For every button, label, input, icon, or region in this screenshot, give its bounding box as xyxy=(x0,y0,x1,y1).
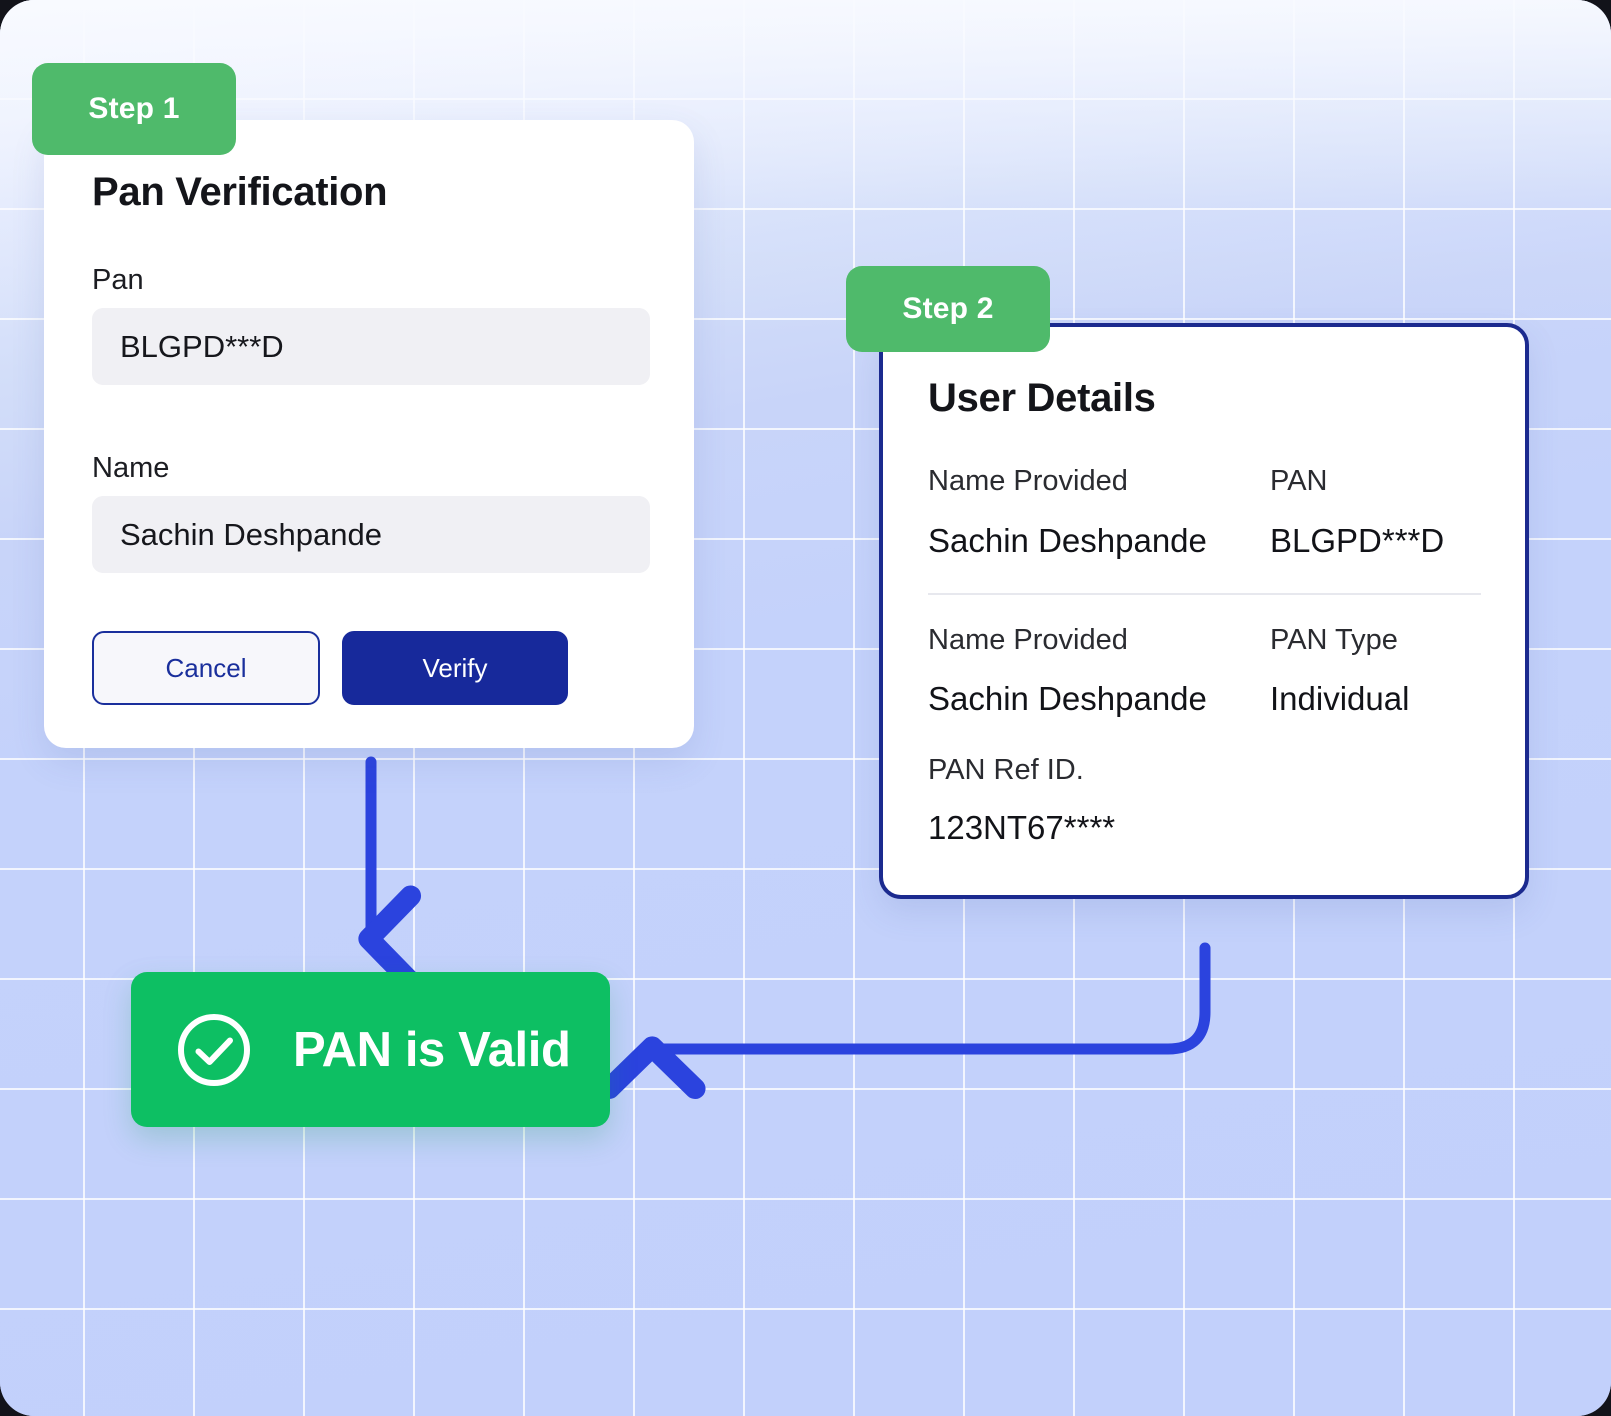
step-1-badge-label: Step 1 xyxy=(88,92,180,125)
cancel-button[interactable]: Cancel xyxy=(92,631,320,705)
pan-ref-id-label: PAN Ref ID. xyxy=(928,754,1084,786)
user-details-card: User Details Name Provided PAN Sachin De… xyxy=(879,323,1529,899)
pan-valid-label: PAN is Valid xyxy=(293,1022,571,1077)
row-1-name-label: Name Provided xyxy=(928,465,1128,497)
row-1-pan-label: PAN xyxy=(1270,465,1328,497)
name-input[interactable]: Sachin Deshpande xyxy=(92,496,650,573)
pan-ref-id-value: 123NT67**** xyxy=(928,809,1116,846)
step-2-badge: Step 2 xyxy=(846,266,1050,352)
pan-verification-card: Pan Verification Pan BLGPD***D Name Sach… xyxy=(44,120,694,748)
pan-field-label: Pan xyxy=(92,264,144,296)
pan-valid-banner: PAN is Valid xyxy=(131,972,610,1127)
row-2-name-label: Name Provided xyxy=(928,624,1128,656)
verify-button[interactable]: Verify xyxy=(342,631,568,705)
details-divider xyxy=(928,593,1481,595)
row-2-pan-type-label: PAN Type xyxy=(1270,624,1398,656)
pan-verification-title: Pan Verification xyxy=(92,170,388,214)
step-2-badge-label: Step 2 xyxy=(902,292,994,325)
user-details-title: User Details xyxy=(928,376,1156,420)
pan-input-value: BLGPD***D xyxy=(120,328,284,364)
name-field-label: Name xyxy=(92,452,170,484)
check-circle-icon xyxy=(173,1009,255,1091)
row-1-name-value: Sachin Deshpande xyxy=(928,522,1207,559)
name-input-value: Sachin Deshpande xyxy=(120,516,382,552)
row-1-pan-value: BLGPD***D xyxy=(1270,522,1445,559)
row-2-pan-type-value: Individual xyxy=(1270,680,1410,717)
row-2-name-value: Sachin Deshpande xyxy=(928,680,1207,717)
verify-button-label: Verify xyxy=(422,652,488,683)
step-1-badge: Step 1 xyxy=(32,63,236,155)
pan-input[interactable]: BLGPD***D xyxy=(92,308,650,385)
cancel-button-label: Cancel xyxy=(165,652,247,683)
